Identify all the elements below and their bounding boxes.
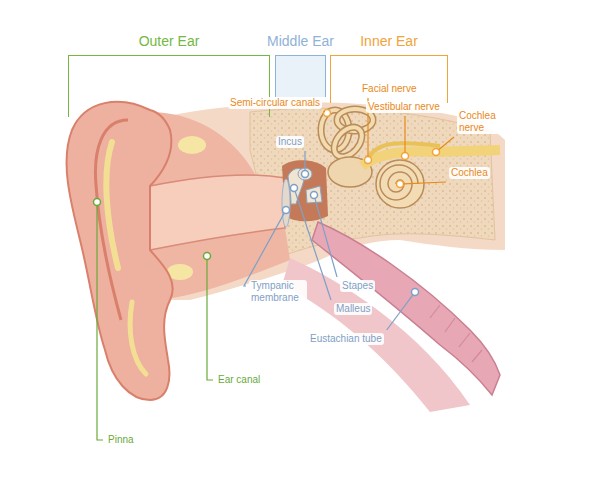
part-label: Tympanic membrane [249,280,307,304]
part-label: Pinna [106,434,136,446]
leader-line [304,151,305,171]
part-label: Stapes [340,280,375,292]
leader-line [404,116,405,153]
bracket-line [330,55,448,103]
semicircular-canal-shapes [321,109,373,162]
leader-line [315,198,337,277]
region-bracket: Middle Ear [265,33,336,97]
eustachian-tube-shape [312,222,500,395]
leader-line [244,213,284,286]
leader-line [207,260,213,381]
cochlea-spiral [380,165,418,200]
leader-line [387,295,413,330]
helix-fold [95,120,128,320]
part-label: Vestibular nerve [366,101,442,113]
part-label: Malleus [334,303,372,315]
vestibule [328,157,372,187]
pinna-cartilage [106,142,118,268]
cochlea-shape [376,160,424,208]
part-label: Ear canal [216,374,262,386]
leader-line [439,137,454,150]
part-label: Cochlea [449,167,490,179]
region-heading: Inner Ear [330,33,448,49]
leader-line [97,206,103,441]
stapes-bone [306,186,322,203]
tube-ribs [430,305,482,362]
tympanic-membrane-shape [282,179,290,227]
leader-line [324,111,325,113]
region-heading: Middle Ear [265,33,336,49]
bracket-line [275,55,326,97]
part-label: Eustachian tube [308,333,384,345]
part-label: Facial nerve [360,83,418,95]
ear-canal-shape [150,175,285,250]
part-label: Cochlea nerve [457,110,505,134]
region-heading: Outer Ear [68,33,270,49]
fat-pocket [178,136,206,154]
anchor-dots [94,110,440,296]
part-label: Incus [276,136,304,148]
leader-line [404,182,447,184]
part-label: Semi-circular canals [228,97,322,109]
nerve-bundle [362,150,500,166]
pinna-shape [67,102,173,400]
lobe-cartilage [130,302,146,374]
